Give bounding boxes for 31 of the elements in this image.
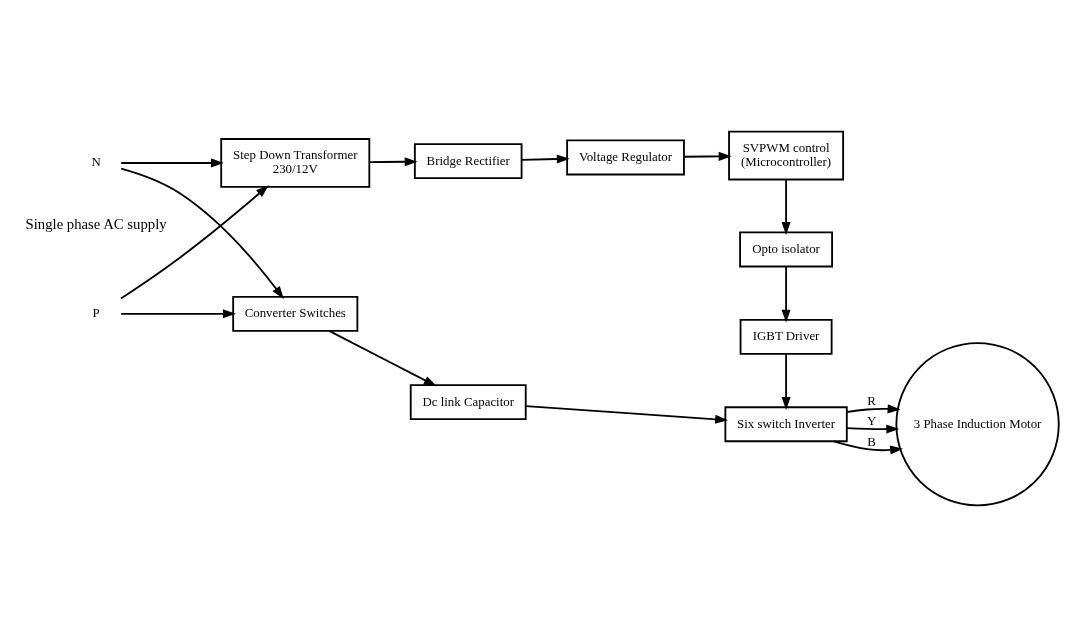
node-box: Opto isolator (739, 231, 833, 267)
node-circle: 3 Phase Induction Motor (895, 341, 1060, 506)
arrow (120, 184, 269, 299)
node-box: Bridge Rectifier (413, 142, 523, 179)
arrow (520, 154, 570, 164)
arrow (845, 424, 900, 434)
node-box: SVPWM control (Microcontroller) (728, 130, 845, 180)
arrow (525, 404, 729, 424)
edge-label: B (867, 434, 876, 449)
arrow (328, 329, 437, 386)
arrow (120, 157, 224, 167)
node-box: IGBT Driver (739, 318, 833, 355)
edge-label: Y (866, 413, 877, 428)
arrow (368, 156, 418, 166)
arrow (120, 308, 236, 318)
arrow (781, 178, 791, 235)
arrow (781, 265, 791, 323)
label: Single phase AC supply (25, 215, 167, 232)
node-box: Converter Switches (232, 295, 359, 332)
arrow (120, 167, 284, 299)
node-box: Step Down Transformer 230/12V (220, 137, 371, 188)
node-text: N (91, 154, 101, 169)
arrow (846, 403, 901, 413)
node-box: Six switch Inverter (724, 405, 848, 442)
arrow (781, 352, 791, 410)
edge-label: R (867, 393, 876, 408)
node-box: Dc link Capacitor (409, 383, 527, 420)
node-text: P (92, 305, 100, 320)
node-box: Voltage Regulator (566, 139, 685, 175)
arrow (683, 151, 732, 161)
arrow (832, 439, 904, 454)
